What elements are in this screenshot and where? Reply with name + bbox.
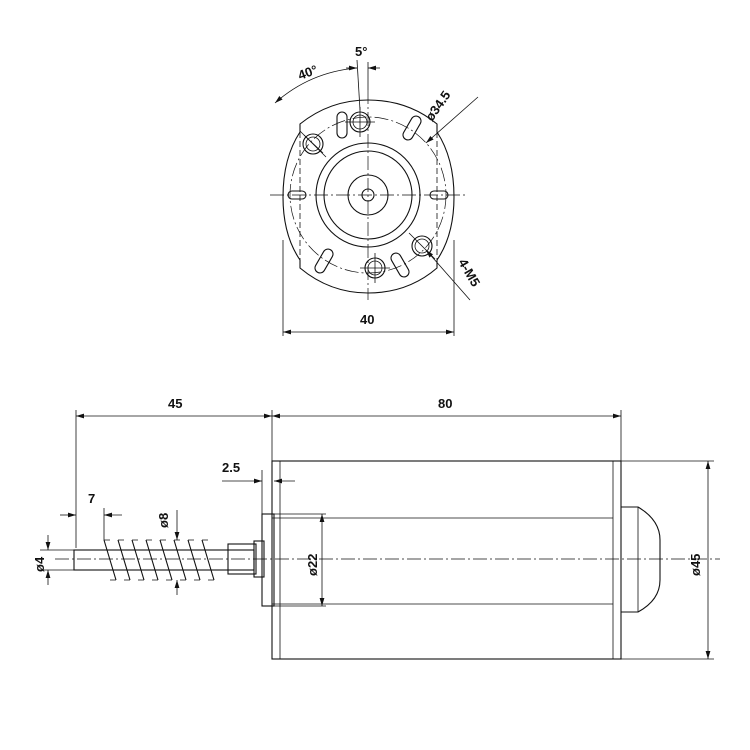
body-diameter-label: ø45 bbox=[688, 554, 703, 576]
front-boss bbox=[261, 513, 275, 607]
holes-label: 4-M5 bbox=[455, 256, 483, 289]
slot-top-right bbox=[402, 115, 422, 141]
shaft-diameter-label: ø4 bbox=[32, 556, 47, 572]
angle-40-label: 40° bbox=[296, 62, 320, 83]
screw-pitch-label: 7 bbox=[88, 491, 95, 506]
lead-screw-threads bbox=[103, 539, 215, 581]
rear-cap bbox=[621, 506, 661, 613]
front-view: 40° 5° ø34.5 4-M5 40 bbox=[270, 44, 483, 336]
motor-body bbox=[271, 460, 622, 660]
slot-right bbox=[429, 190, 449, 200]
angle-5-label: 5° bbox=[355, 44, 367, 59]
flange-thickness-label: 2.5 bbox=[222, 460, 240, 475]
flange-outline bbox=[282, 99, 455, 294]
width-40-label: 40 bbox=[360, 312, 374, 327]
body-length-label: 80 bbox=[438, 396, 452, 411]
boss-diameter-label: ø22 bbox=[305, 554, 320, 576]
side-view: 45 80 2.5 7 ø8 ø4 ø22 ø45 bbox=[32, 396, 720, 660]
mount-hole-right bbox=[411, 235, 433, 257]
shaft bbox=[73, 549, 255, 571]
slot-bottom bbox=[390, 252, 410, 278]
shaft-length-label: 45 bbox=[168, 396, 182, 411]
slot-bottom-left bbox=[314, 248, 334, 274]
mount-hole-left bbox=[302, 133, 324, 155]
slot-left bbox=[287, 190, 307, 200]
screw-diameter-label: ø8 bbox=[156, 513, 171, 528]
slot-top bbox=[336, 111, 348, 139]
pitch-diameter-label: ø34.5 bbox=[422, 88, 453, 124]
